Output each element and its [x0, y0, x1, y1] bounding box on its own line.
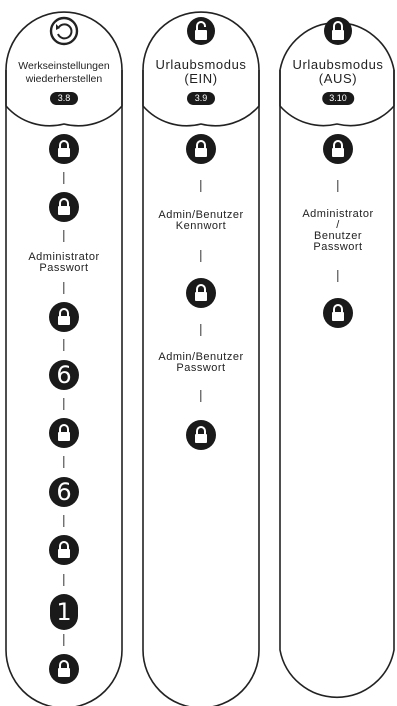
column-frame: [142, 11, 260, 706]
digit-key-6: 6: [49, 477, 79, 507]
lock-icon: [186, 420, 216, 450]
separator: [63, 515, 65, 527]
title-line-1: Werkseinstellungen: [18, 60, 110, 72]
separator: [200, 250, 202, 262]
separator: [337, 270, 339, 282]
separator: [63, 282, 65, 294]
separator: [63, 230, 65, 242]
lock-icon: [49, 535, 79, 565]
step-label-line: Administrator: [28, 251, 100, 263]
lock-icon: [324, 17, 352, 45]
column-vacation-mode-on: Urlaubsmodus (EIN) 3.9 Admin/Benutzer Ke…: [139, 0, 263, 706]
lock-icon: [49, 192, 79, 222]
separator: [63, 456, 65, 468]
lock-icon: [323, 298, 353, 328]
step-label-line: Administrator: [302, 208, 374, 220]
digit-key-1: 1: [50, 594, 78, 630]
separator: [63, 634, 65, 646]
column-vacation-mode-off: Urlaubsmodus (AUS) 3.10 Administrator / …: [276, 0, 397, 706]
separator: [200, 324, 202, 336]
lock-icon: [323, 134, 353, 164]
column-frame: [279, 21, 395, 699]
step-badge: 3.8: [50, 92, 78, 105]
step-label-line: Passwort: [39, 262, 89, 274]
lock-icon: [49, 654, 79, 684]
title-line-1: Urlaubsmodus: [292, 57, 384, 72]
step-label-line: Passwort: [176, 362, 226, 374]
separator: [63, 172, 65, 184]
step-label-line: Admin/Benutzer: [158, 351, 244, 363]
lock-icon: [186, 278, 216, 308]
step-badge: 3.9: [187, 92, 215, 105]
separator: [63, 398, 65, 410]
separator: [63, 574, 65, 586]
step-label-line: /: [336, 219, 340, 231]
lock-icon: [49, 418, 79, 448]
column-frame: [5, 11, 123, 706]
unlock-icon: [187, 17, 215, 45]
step-label-line: Admin/Benutzer: [158, 209, 244, 221]
lock-icon: [186, 134, 216, 164]
separator: [337, 180, 339, 192]
separator: [200, 390, 202, 402]
step-label-line: Passwort: [313, 241, 363, 253]
separator: [63, 339, 65, 351]
title-line-1: Urlaubsmodus: [155, 57, 247, 72]
lock-icon: [49, 134, 79, 164]
lock-icon: [49, 302, 79, 332]
step-label-line: Benutzer: [313, 230, 363, 242]
title-line-2: (EIN): [184, 71, 218, 86]
step-label-line: Kennwort: [175, 220, 227, 232]
title-line-2: (AUS): [318, 71, 358, 86]
separator: [200, 180, 202, 192]
column-factory-reset: Werkseinstellungen wiederherstellen 3.8 …: [2, 0, 126, 706]
digit-key-6: 6: [49, 360, 79, 390]
reset-icon: [49, 16, 79, 46]
step-badge: 3.10: [322, 92, 354, 105]
title-line-2: wiederherstellen: [25, 73, 103, 85]
